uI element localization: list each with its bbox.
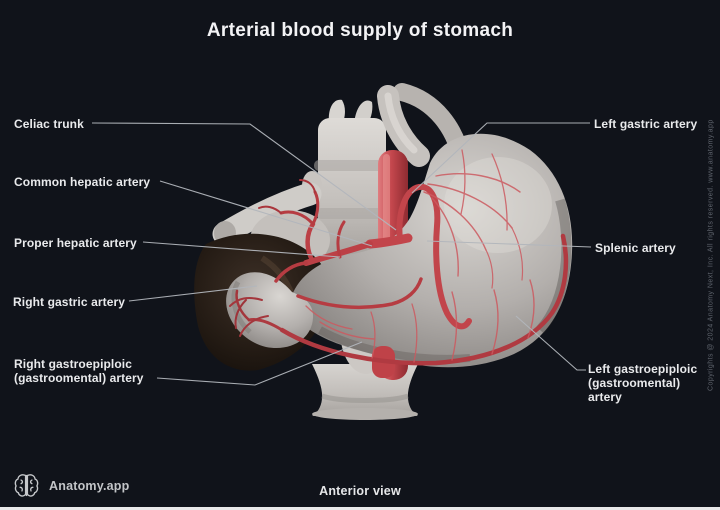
leader-line-common-hepatic [159,180,373,247]
brand-name: Anatomy.app [49,478,130,493]
duodenum [226,272,314,349]
leader-line-proper-hepatic [142,241,341,258]
leader-line-celiac-trunk [91,122,397,231]
label-celiac-trunk: Celiac trunk [14,117,84,131]
leader-line-splenic [426,240,592,248]
leader-line-left-gastric [411,122,590,194]
leader-lines [91,122,592,386]
label-right-gastric-artery: Right gastric artery [13,295,126,309]
brand: Anatomy.app [12,471,129,500]
bottom-border [0,507,720,510]
view-label: Anterior view [319,484,401,498]
brain-icon [12,471,41,500]
artery-network [229,149,569,366]
copyright-text: Copyrights @ 2024 Anatomy Next, Inc. All… [707,119,715,391]
leader-line-left-gastroepiploic [515,315,586,371]
label-proper-hepatic-artery: Proper hepatic artery [14,236,137,250]
leader-line-right-gastroepiploic [156,341,363,386]
esophagus [377,85,430,167]
leader-line-right-gastric [128,285,258,302]
label-left-gastric-artery: Left gastric artery [594,117,698,131]
label-left-gastroepiploic-artery: Left gastroepiploic (gastroomental) arte… [588,362,698,404]
label-common-hepatic-artery: Common hepatic artery [14,175,151,189]
label-right-gastroepiploic-artery: Right gastroepiploic (gastroomental) art… [14,357,144,385]
page-title: Arterial blood supply of stomach [206,20,514,41]
label-splenic-artery: Splenic artery [595,241,676,255]
